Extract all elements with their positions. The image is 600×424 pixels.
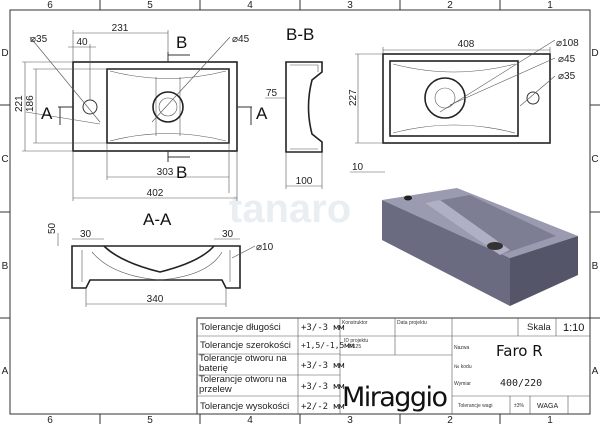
grid-row-label: C — [591, 154, 598, 165]
sink-3d-render — [382, 188, 578, 306]
grid-row-label: A — [592, 366, 599, 377]
section-bb-view: B-B 75 100 10 — [265, 25, 385, 189]
dim-186: 186 — [25, 95, 36, 112]
dim-10: 10 — [352, 162, 364, 173]
dim-40: 40 — [76, 37, 88, 48]
wymiar-value: 400/220 — [500, 378, 542, 389]
grid-col-label: 6 — [47, 415, 53, 424]
id-projektu-label: ID projektu — [344, 338, 368, 344]
kod-label: № kodu — [454, 364, 472, 370]
grid-col-label: 1 — [547, 415, 553, 424]
tolerance-value: +1,5/-1,5мм — [301, 341, 354, 350]
tolerance-value: +2/-2 мм — [301, 402, 345, 412]
tolerance-label: Tolerancje wysokości — [200, 401, 289, 412]
dim-100: 100 — [296, 176, 313, 187]
grid-col-label: 3 — [347, 0, 353, 11]
grid-col-label: 2 — [447, 415, 453, 424]
grid-col-label: 2 — [447, 0, 453, 11]
section-marker-b: B — [176, 163, 187, 182]
grid-col-label: 6 — [47, 0, 53, 11]
id-projektu-value: 0125 — [350, 344, 361, 350]
section-aa-view: A-A 50 30 30 ⌀10 340 — [47, 210, 274, 307]
dim-dia35: ⌀35 — [30, 34, 48, 45]
tolerance-label: Tolerancje szerokości — [200, 340, 291, 351]
tolerancje-wagi-label: Tolerancje wagi — [458, 403, 492, 409]
drain-hole — [152, 91, 184, 123]
tolerance-value: +3/-3 мм — [301, 323, 345, 333]
dim-dia10: ⌀10 — [256, 242, 274, 253]
waga-label: WAGA — [537, 403, 558, 410]
tolerance-label: Tolerancje otworu na przelew — [199, 375, 287, 395]
section-marker-a: A — [256, 104, 268, 123]
dim-dia45: ⌀45 — [558, 54, 576, 65]
grid-row-label: D — [591, 48, 598, 59]
grid-row-label: A — [2, 366, 9, 377]
section-marker-b: B — [176, 33, 187, 52]
nazwa-value: Faro R — [496, 342, 543, 360]
tolerance-value: +3/-3 мм — [301, 361, 345, 371]
grid-col-label: 1 — [547, 0, 553, 11]
data-projektu-label: Data projektu — [397, 320, 427, 326]
tolerance-label: Tolerancje otworu na baterię — [199, 354, 287, 374]
section-marker-a: A — [41, 104, 53, 123]
tap-hole — [526, 91, 540, 105]
tolerancje-wagi-value: ±3% — [514, 403, 525, 409]
top-view-right: 408 ⌀108 ⌀45 ⌀35 227 — [348, 38, 579, 144]
grid-col-label: 4 — [247, 0, 253, 11]
brand-logo: Miraggio — [342, 382, 448, 413]
skala-value: 1:10 — [563, 322, 584, 334]
dim-408: 408 — [458, 39, 475, 50]
grid-col-label: 4 — [247, 415, 253, 424]
tolerance-value: +3/-3 мм — [301, 382, 345, 392]
grid-col-label: 5 — [147, 0, 153, 11]
dim-75: 75 — [266, 88, 278, 99]
watermark: tanaro — [229, 187, 351, 231]
wymiar-label: Wymiar — [454, 381, 471, 387]
dim-dia45: ⌀45 — [232, 34, 250, 45]
grid-row-label: B — [2, 261, 9, 272]
grid-row-label: C — [1, 154, 8, 165]
dim-227: 227 — [348, 89, 359, 106]
grid-row-label: B — [592, 261, 599, 272]
dim-dia35: ⌀35 — [558, 71, 576, 82]
dim-221: 221 — [14, 95, 25, 112]
tolerance-label: Tolerancje długości — [200, 322, 281, 333]
dim-340: 340 — [147, 294, 164, 305]
section-aa-title: A-A — [143, 210, 172, 229]
tap-hole — [82, 99, 98, 115]
grid-col-label: 3 — [347, 415, 353, 424]
konstruktor-label: Konstruktor — [342, 320, 368, 326]
drain-hole — [424, 77, 466, 119]
nazwa-label: Nazwa — [454, 345, 470, 351]
dim-231: 231 — [112, 23, 129, 34]
dim-dia108: ⌀108 — [556, 38, 579, 49]
dim-402: 402 — [147, 188, 164, 199]
grid-col-label: 5 — [147, 415, 153, 424]
skala-label: Skala — [527, 322, 551, 333]
top-view-left: 231 40 ⌀35 ⌀45 221 186 303 402 A A B B — [14, 23, 268, 201]
dim-303: 303 — [157, 167, 174, 178]
dim-30: 30 — [222, 229, 234, 240]
title-block: Tolerancje długości +3/-3 мм Tolerancje … — [196, 317, 591, 415]
dim-50: 50 — [47, 222, 58, 234]
dim-30: 30 — [80, 229, 92, 240]
section-bb-title: B-B — [286, 25, 314, 44]
grid-row-label: D — [1, 48, 8, 59]
